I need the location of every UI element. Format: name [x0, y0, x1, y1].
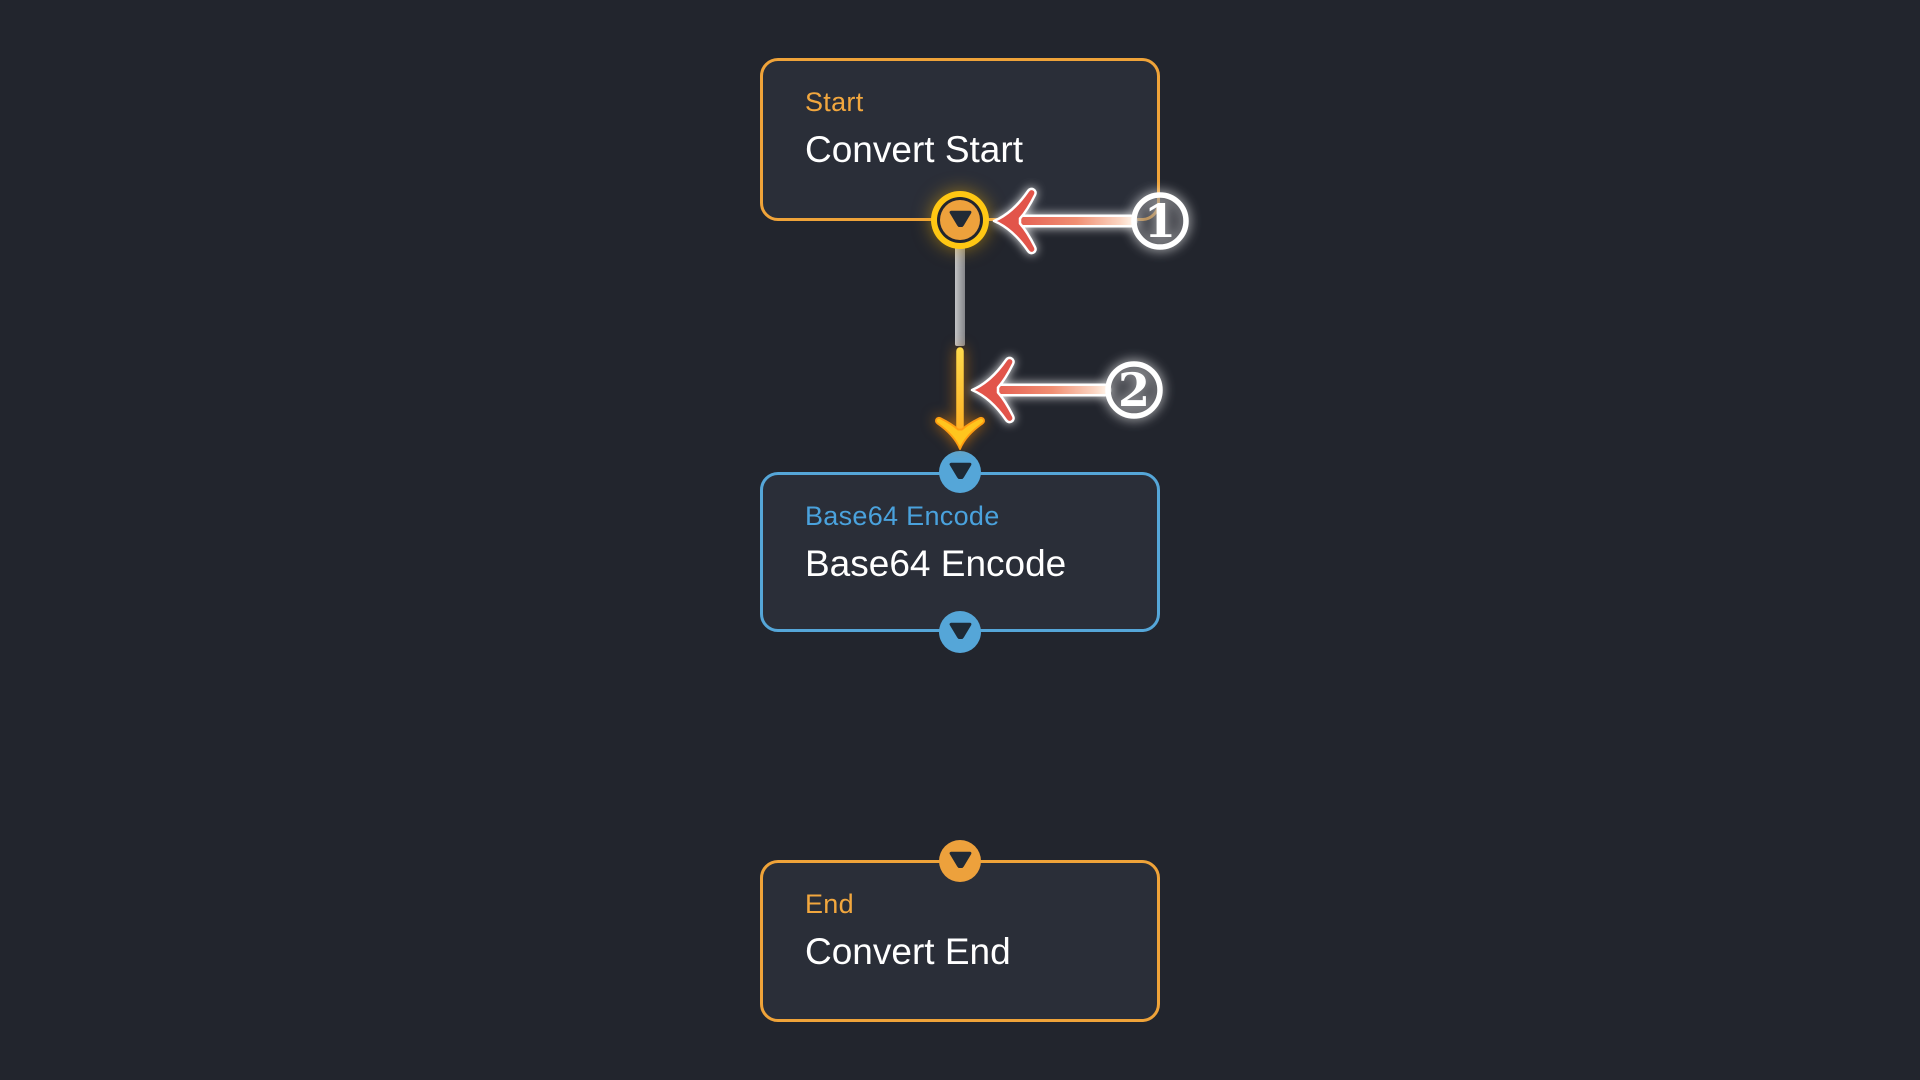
start-output-port[interactable] — [940, 200, 980, 240]
chevron-down-icon — [947, 460, 974, 484]
node-base64-encode[interactable]: Base64 Encode Base64 Encode — [760, 472, 1160, 632]
chevron-down-icon — [947, 208, 974, 232]
chevron-down-icon — [947, 620, 974, 644]
step2-number: 2 — [1118, 363, 1150, 417]
base64-output-port[interactable] — [939, 611, 981, 653]
node-title: Convert End — [805, 931, 1011, 972]
node-title: Convert Start — [805, 129, 1023, 170]
node-end[interactable]: End Convert End — [760, 860, 1160, 1022]
drag-down-arrow — [935, 347, 985, 450]
node-title: Base64 Encode — [805, 543, 1067, 584]
end-input-port[interactable] — [939, 840, 981, 882]
node-type-label: Base64 Encode — [805, 501, 1000, 531]
connection-line — [955, 238, 965, 346]
node-start[interactable]: Start Convert Start — [760, 58, 1160, 221]
step2-badge: 2 — [1105, 361, 1163, 419]
step2-arrow — [970, 356, 1112, 424]
base64-input-port[interactable] — [939, 451, 981, 493]
chevron-down-icon — [947, 849, 974, 873]
node-type-label: Start — [805, 87, 864, 117]
node-type-label: End — [805, 889, 854, 919]
